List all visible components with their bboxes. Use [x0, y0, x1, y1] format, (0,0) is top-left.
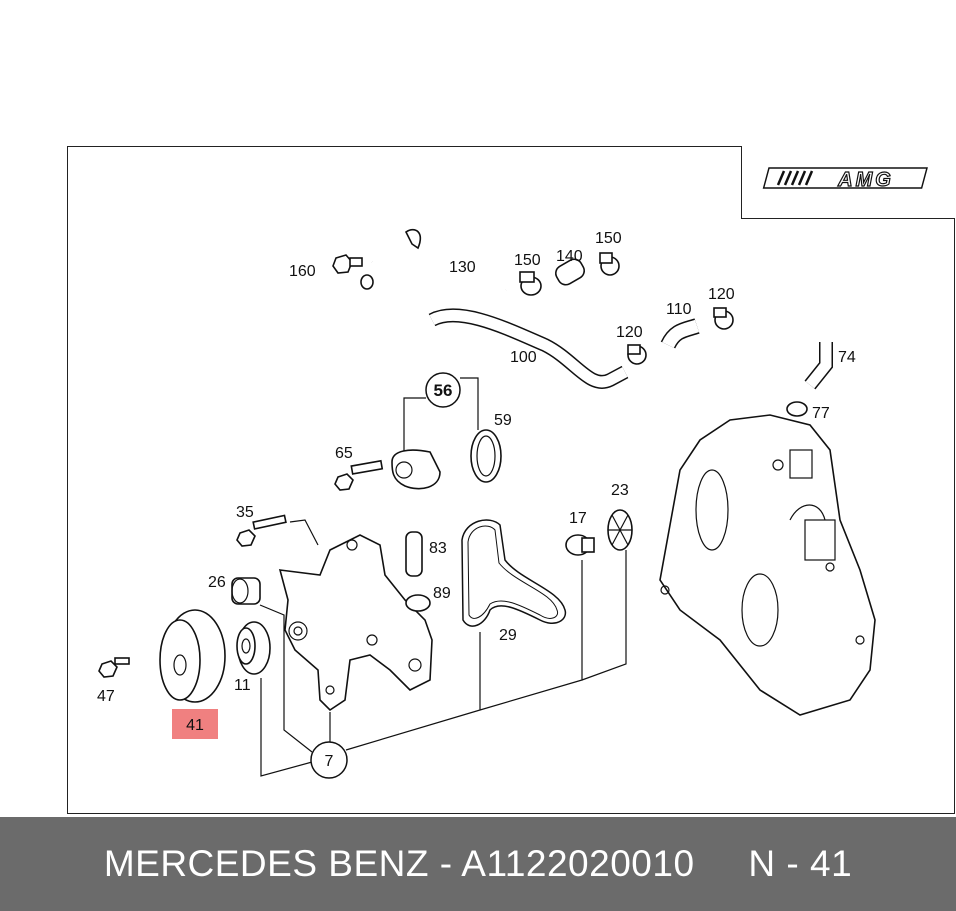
- pipe-74: [804, 342, 833, 390]
- callout-circle-56: [425, 372, 461, 408]
- clamp-120b: [713, 307, 734, 330]
- clamp-120a: [627, 344, 647, 365]
- parts-diagram: AMG: [97, 167, 928, 779]
- label-23: 23: [611, 482, 629, 499]
- logo-box: [741, 146, 955, 219]
- plug-17: [565, 534, 595, 556]
- label-120b: 120: [708, 286, 735, 303]
- label-140: 140: [556, 248, 583, 265]
- label-110: 110: [666, 301, 692, 318]
- label-41: 41: [186, 717, 204, 734]
- callout-circle-7: [310, 741, 348, 779]
- clamp-150a: [519, 271, 542, 296]
- water-pump-body: [278, 534, 433, 712]
- highlight-41: [172, 709, 218, 739]
- label-120a: 120: [616, 324, 643, 341]
- label-59: 59: [494, 412, 512, 429]
- hose-110: [660, 318, 700, 349]
- timing-cover: [659, 414, 876, 716]
- hub-11: [236, 621, 271, 675]
- bolt-160: [332, 254, 363, 274]
- amg-logo-text: AMG: [837, 169, 894, 191]
- clamp-77: [786, 401, 808, 417]
- label-100: 100: [510, 349, 537, 366]
- bolt-65: [334, 459, 384, 491]
- label-26: 26: [208, 574, 226, 591]
- bolt-47: [98, 657, 130, 678]
- label-7: 7: [325, 753, 334, 770]
- label-130: 130: [449, 259, 476, 276]
- label-77: 77: [812, 405, 830, 422]
- bolt-35: [236, 514, 287, 547]
- label-65: 65: [335, 445, 353, 462]
- label-11: 11: [234, 677, 251, 694]
- thermostat-housing: [391, 449, 441, 490]
- hose-100: [428, 308, 629, 389]
- footer-part-info: MERCEDES BENZ - A1122020010 N - 41: [103, 843, 853, 884]
- impeller-23: [607, 509, 633, 551]
- label-35: 35: [236, 504, 254, 521]
- label-83: 83: [429, 540, 447, 557]
- label-17: 17: [569, 510, 587, 527]
- bushing-26: [231, 577, 261, 605]
- label-47: 47: [97, 688, 115, 705]
- clamp-150b: [599, 252, 620, 276]
- sleeve-140: [555, 258, 585, 286]
- sleeve-83: [405, 531, 423, 577]
- label-56: 56: [434, 381, 453, 400]
- clamp-89: [405, 594, 431, 612]
- label-29: 29: [499, 627, 517, 644]
- seal-59: [470, 429, 502, 483]
- label-150a: 150: [514, 252, 541, 269]
- gasket-29: [461, 519, 567, 627]
- label-89: 89: [433, 585, 451, 602]
- label-74: 74: [838, 349, 856, 366]
- footer-bar: MERCEDES BENZ - A1122020010 N - 41: [0, 817, 956, 911]
- label-150b: 150: [595, 230, 622, 247]
- hose-130: [360, 228, 507, 296]
- amg-logo: AMG: [762, 167, 928, 192]
- pulley-41: [159, 609, 226, 703]
- label-160: 160: [289, 263, 316, 280]
